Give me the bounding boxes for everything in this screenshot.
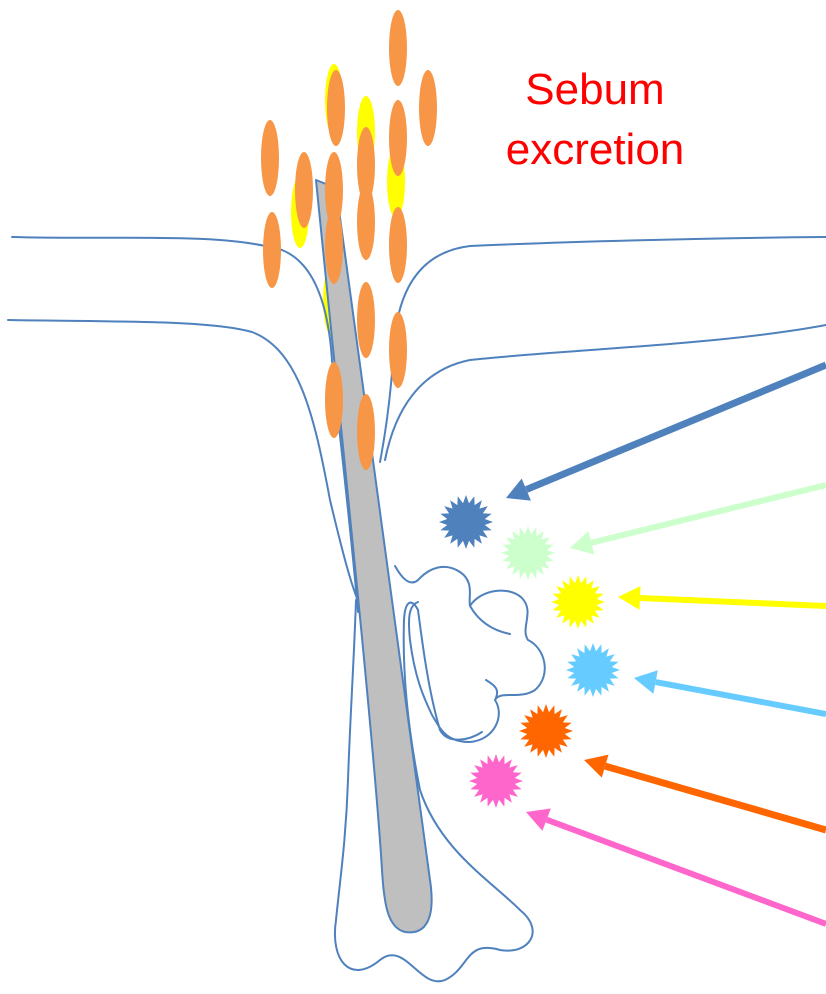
sebum-droplet bbox=[327, 70, 345, 146]
factor-5-arrow-head bbox=[584, 755, 609, 778]
skin-surface-lower bbox=[8, 320, 362, 610]
factor-4-burst bbox=[566, 643, 620, 697]
sebum-droplet bbox=[419, 70, 437, 146]
factor-3-burst bbox=[551, 575, 605, 629]
factor-2-arrow-head bbox=[570, 531, 594, 554]
skin-surface-upper bbox=[12, 237, 358, 612]
factor-4-arrow-head bbox=[634, 670, 658, 694]
sebum-droplet bbox=[261, 120, 279, 196]
factor-1-burst bbox=[439, 495, 493, 549]
sebum-droplet bbox=[295, 152, 313, 228]
sebum-droplet bbox=[357, 282, 375, 358]
sebum-droplet bbox=[389, 100, 407, 176]
sebum-droplet bbox=[263, 212, 281, 288]
factor-1-arrow-shaft bbox=[526, 365, 826, 490]
sebum-droplet bbox=[357, 394, 375, 470]
arrow-group bbox=[506, 365, 826, 924]
sebaceous-gland bbox=[395, 566, 545, 742]
sebum-droplet bbox=[389, 10, 407, 86]
factor-5-burst bbox=[519, 704, 573, 758]
sebum-droplet bbox=[325, 362, 343, 438]
factor-3-arrow-shaft bbox=[640, 598, 826, 606]
label-line-2: excretion bbox=[470, 120, 720, 180]
label-line-1: Sebum bbox=[470, 60, 720, 120]
hair-shaft bbox=[316, 180, 432, 932]
sebum-excretion-label: Sebum excretion bbox=[470, 60, 720, 180]
factor-2-arrow-shaft bbox=[591, 485, 826, 543]
factor-4-arrow-shaft bbox=[656, 682, 826, 714]
factor-6-burst bbox=[469, 754, 523, 808]
factor-6-arrow-shaft bbox=[547, 820, 826, 924]
factor-3-arrow-head bbox=[618, 586, 641, 610]
factor-2-burst bbox=[501, 526, 555, 580]
sebum-droplet bbox=[389, 312, 407, 388]
sebum-droplet bbox=[357, 184, 375, 260]
sebum-droplet bbox=[389, 207, 407, 283]
sebum-droplet bbox=[325, 208, 343, 284]
factor-5-arrow-shaft bbox=[605, 766, 826, 830]
